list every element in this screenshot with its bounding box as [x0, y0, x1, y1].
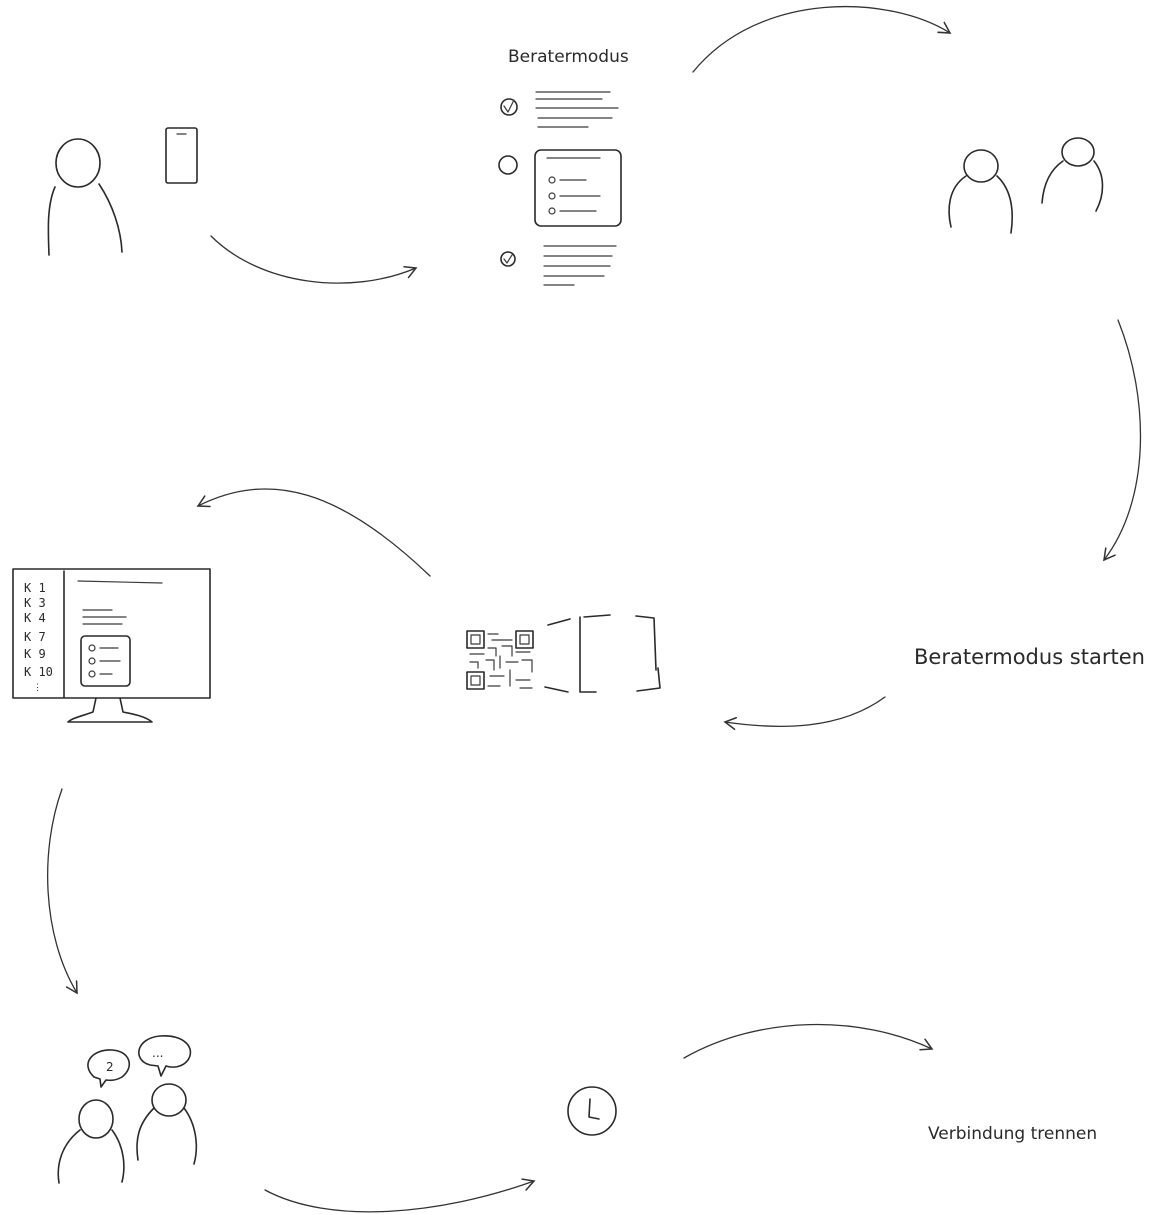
step-people-talking: 2 ...	[58, 1036, 196, 1183]
bubble-dots: ...	[152, 1046, 163, 1060]
text-lines	[536, 92, 618, 127]
arrow-icon	[48, 789, 77, 993]
sidebar-item: K 3	[24, 596, 46, 610]
person-icon	[1042, 138, 1103, 211]
sidebar-item: K 1	[24, 581, 46, 595]
phone-icon	[166, 128, 197, 183]
sidebar-item: K 7	[24, 630, 46, 644]
clock-icon	[568, 1087, 616, 1135]
radio-icon	[499, 156, 517, 174]
person-icon	[137, 1084, 196, 1164]
phone-screen-title: Beratermodus	[508, 47, 629, 67]
arrow-icon	[265, 1181, 534, 1212]
step-desktop-monitor: K 1 K 3 K 4 K 7 K 9 K 10 ⋮	[13, 569, 210, 722]
arrow-icon	[725, 697, 885, 726]
arrows	[48, 7, 1141, 1212]
step-start-advisor-mode: Beratermodus starten	[914, 645, 1145, 669]
checkbox-icon	[501, 99, 517, 115]
arrow-icon	[198, 489, 430, 576]
step-disconnect: Verbindung trennen	[928, 1124, 1097, 1144]
step-two-people	[949, 138, 1102, 233]
arrow-icon	[684, 1025, 932, 1058]
sidebar-item: K 9	[24, 647, 46, 661]
person-icon	[58, 1100, 124, 1183]
start-label: Beratermodus starten	[914, 645, 1145, 669]
options-card	[535, 150, 621, 226]
scan-frame-icon	[545, 615, 660, 692]
sidebar-item: K 4	[24, 611, 46, 625]
speech-bubble-icon: ...	[139, 1036, 191, 1076]
bubble-number: 2	[106, 1060, 114, 1074]
monitor-sidebar: K 1 K 3 K 4 K 7 K 9 K 10 ⋮	[24, 581, 53, 693]
arrow-icon	[1104, 320, 1140, 560]
speech-bubble-icon: 2	[88, 1050, 129, 1087]
step-clock	[568, 1087, 616, 1135]
svg-text:⋮: ⋮	[33, 683, 42, 693]
checkbox-icon	[501, 252, 515, 266]
sidebar-item: K 10	[24, 665, 53, 679]
arrow-icon	[693, 7, 950, 72]
step-advisor-mode-screen: Beratermodus	[499, 47, 629, 285]
person-icon	[48, 139, 122, 255]
step-qr-code-scan	[467, 615, 660, 692]
arrow-icon	[211, 236, 416, 283]
qr-code-icon	[467, 631, 533, 689]
person-icon	[949, 150, 1012, 233]
step-person-with-phone	[48, 128, 197, 255]
disconnect-label: Verbindung trennen	[928, 1124, 1097, 1144]
monitor-icon: K 1 K 3 K 4 K 7 K 9 K 10 ⋮	[13, 569, 210, 722]
text-lines	[544, 246, 616, 285]
